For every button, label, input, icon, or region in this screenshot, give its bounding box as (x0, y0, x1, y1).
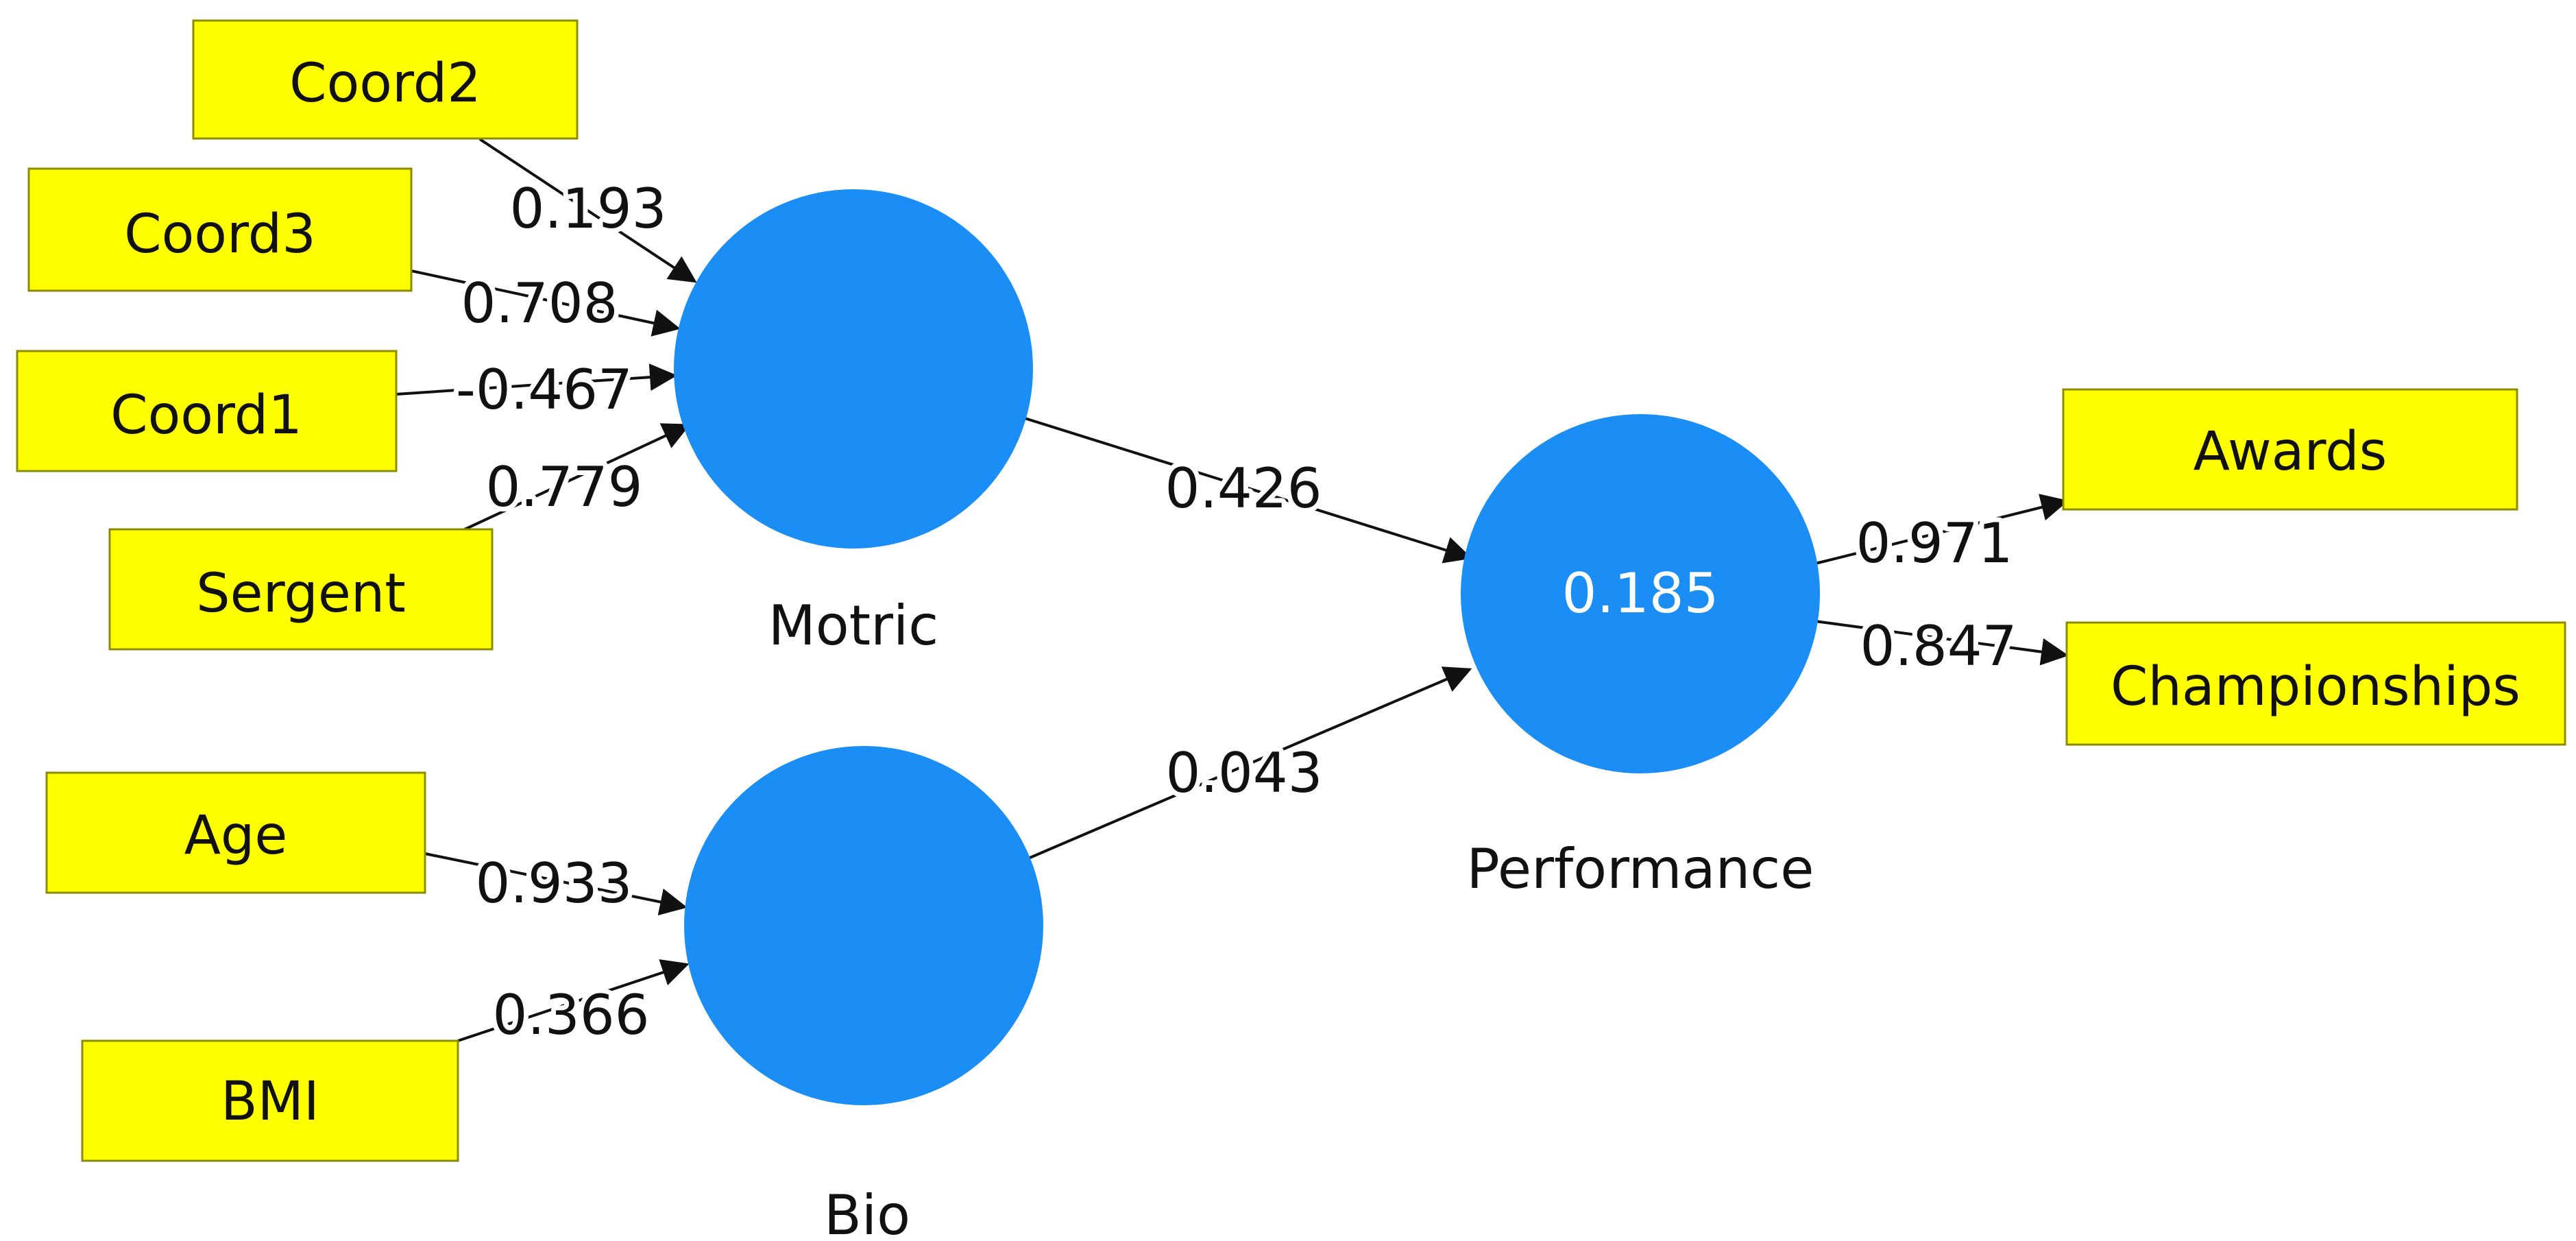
indicator-bmi: BMI (81, 1039, 459, 1162)
weight-coord1: -0.467 (456, 358, 633, 422)
latent-bio: Bio (684, 746, 1043, 1241)
performance-r-squared: 0.185 (1562, 562, 1718, 625)
performance-circle (1461, 414, 1820, 773)
arrow-performance-championships (1814, 620, 2069, 666)
arrow-coord2-motric (478, 138, 697, 283)
indicator-coord2: Coord2 (192, 19, 579, 140)
arrow-age-bio (424, 852, 688, 916)
arrow-motric-performance (1024, 417, 1472, 564)
loading-awards: 0.971 (1856, 511, 2013, 575)
indicator-championships: Championships (2065, 621, 2566, 746)
indicator-awards-label: Awards (2194, 421, 2387, 483)
arrow-sergent-motric (464, 423, 691, 531)
performance-label: Performance (1467, 837, 1814, 901)
arrow-coord3-motric (411, 269, 681, 337)
weight-coord2: 0.193 (509, 177, 666, 241)
bio-circle (684, 746, 1043, 1105)
weight-sergent: 0.779 (485, 455, 642, 519)
indicator-coord2-label: Coord2 (289, 53, 481, 115)
loading-championships: 0.847 (1860, 614, 2017, 678)
arrow-coord1-motric (396, 363, 677, 396)
latent-motric: Motric (674, 189, 1033, 658)
coefficients: 0.193 0.708 -0.467 0.779 0.933 0.366 0.4… (451, 172, 2021, 1052)
path-coef-bio-performance: 0.043 (1165, 741, 1322, 805)
motric-label: Motric (768, 594, 938, 658)
bio-label: Bio (824, 1183, 910, 1241)
indicator-sergent-label: Sergent (196, 563, 406, 625)
indicator-sergent: Sergent (108, 528, 494, 651)
motric-circle (674, 189, 1033, 549)
weight-age: 0.933 (475, 852, 632, 915)
indicator-coord1: Coord1 (16, 350, 398, 472)
arrow-bmi-bio (457, 959, 690, 1042)
indicator-coord3-label: Coord3 (124, 204, 316, 265)
arrow-performance-awards (1814, 494, 2069, 565)
weight-bmi: 0.366 (492, 983, 649, 1047)
indicator-bmi-label: BMI (221, 1071, 319, 1133)
indicator-age: Age (45, 771, 426, 894)
latent-performance: 0.185 Performance (1461, 414, 1820, 901)
arrow-bio-performance (1028, 666, 1472, 860)
weight-coord3: 0.708 (461, 272, 618, 335)
indicator-coord3: Coord3 (27, 167, 413, 292)
indicator-championships-label: Championships (2111, 656, 2520, 718)
indicator-coord1-label: Coord1 (110, 385, 302, 446)
indicator-age-label: Age (184, 805, 288, 867)
connectors (396, 138, 2069, 1042)
path-coef-motric-performance: 0.426 (1165, 457, 1322, 520)
indicator-awards: Awards (2062, 388, 2518, 511)
